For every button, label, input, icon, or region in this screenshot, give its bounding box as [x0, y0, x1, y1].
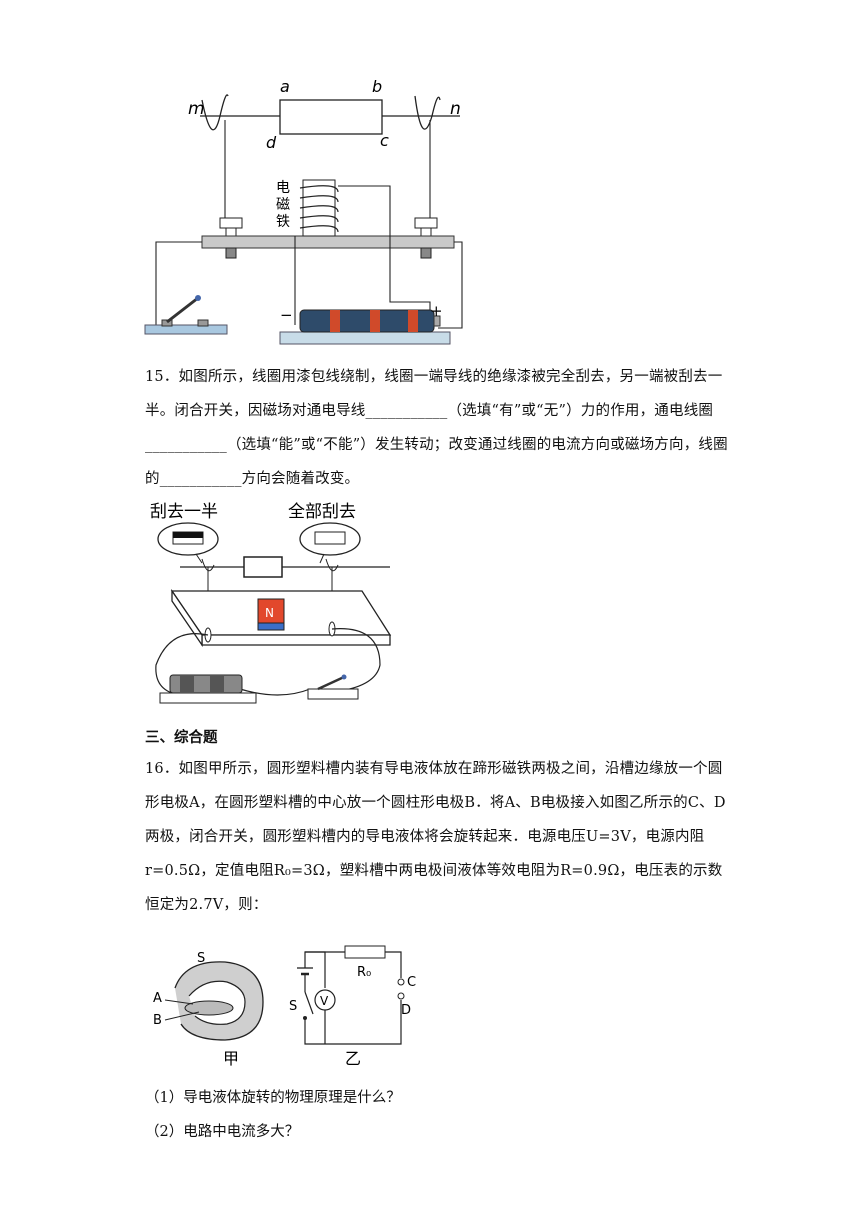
- label-terminal-c: C: [407, 975, 416, 990]
- battery-plus: +: [430, 302, 443, 320]
- label-magnet-s: S: [197, 951, 205, 966]
- label-r0: R₀: [357, 965, 371, 980]
- label-a: a: [280, 77, 290, 96]
- label-electrode-b: B: [153, 1013, 162, 1028]
- label-electrode-a: A: [153, 991, 162, 1006]
- caption-yi: 乙: [345, 1049, 361, 1068]
- label-n: n: [450, 99, 461, 119]
- label-half-scraped: 刮去一半: [150, 502, 218, 522]
- label-b: b: [372, 77, 382, 96]
- question-16-sub-2: （2）电路中电流多大？: [145, 1124, 300, 1140]
- electromagnet-char-2: 磁: [276, 197, 290, 213]
- question-16-sub-1: （1）导电液体旋转的物理原理是什么？: [145, 1090, 401, 1106]
- section-heading: 三、综合题: [145, 730, 218, 746]
- electromagnet-char-3: 铁: [276, 214, 290, 230]
- label-voltmeter: V: [320, 994, 329, 1008]
- magnet-pole-n: N: [265, 606, 274, 620]
- battery-minus: −: [280, 306, 293, 324]
- label-m: m: [188, 99, 205, 119]
- label-d: d: [266, 133, 277, 152]
- question-16-text: 16．如图甲所示，圆形塑料槽内装有导电液体放在蹄形磁铁两极之间，沿槽边缘放一个圆…: [145, 761, 726, 913]
- label-switch-s: S: [289, 999, 297, 1014]
- question-15-text: 15．如图所示，线圈用漆包线绕制，线圈一端导线的绝缘漆被完全刮去，另一端被刮去一…: [145, 369, 728, 487]
- figure-electromagnet-circuit: m n a b c d 电 磁 铁 − +: [144, 77, 463, 345]
- label-terminal-d: D: [401, 1003, 411, 1018]
- figure-coil-motor: 刮去一半 全部刮去 N: [150, 502, 392, 704]
- figure-liquid-rotation: S A B 甲 R₀ C D S V 乙: [153, 945, 416, 1068]
- label-c: c: [380, 131, 389, 150]
- electromagnet-char-1: 电: [276, 180, 290, 196]
- label-fully-scraped: 全部刮去: [288, 502, 356, 522]
- caption-jia: 甲: [223, 1049, 239, 1068]
